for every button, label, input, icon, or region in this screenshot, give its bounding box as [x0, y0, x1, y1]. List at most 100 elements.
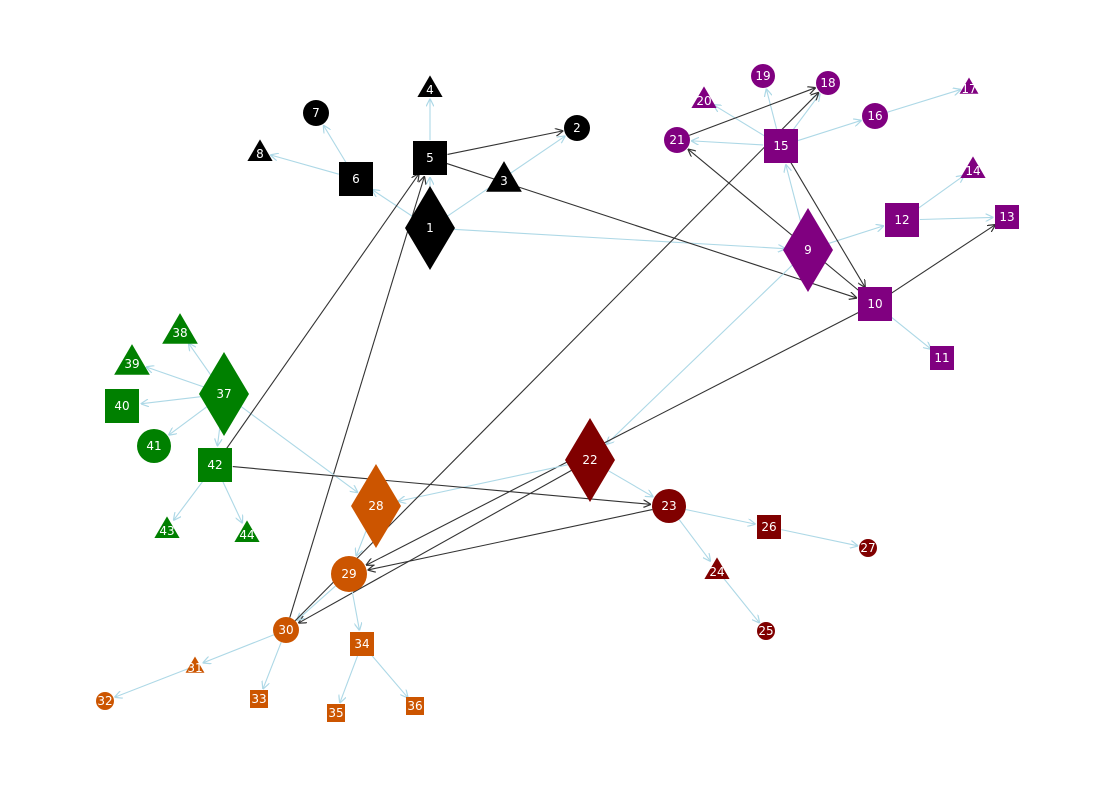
node-label-24: 24 [709, 565, 724, 579]
node-19[interactable]: 19 [751, 64, 775, 88]
node-29[interactable]: 29 [331, 556, 367, 592]
edge-23-29 [369, 508, 653, 570]
node-44[interactable]: 44 [234, 520, 260, 542]
edge-42-5 [224, 174, 418, 451]
node-label-37: 37 [216, 387, 231, 401]
node-42-square [198, 448, 232, 482]
node-15-square [764, 129, 798, 163]
node-19-circle [751, 64, 775, 88]
node-18[interactable]: 18 [816, 71, 840, 95]
node-label-13: 13 [999, 210, 1014, 224]
edge-23-24 [678, 519, 710, 561]
node-36[interactable]: 36 [406, 697, 424, 715]
node-16[interactable]: 16 [862, 103, 888, 129]
node-7-circle [303, 100, 329, 126]
edge-15-20 [714, 105, 767, 138]
node-32[interactable]: 32 [96, 692, 114, 710]
edge-30-5 [289, 177, 424, 618]
node-4[interactable]: 4 [417, 75, 443, 97]
node-39[interactable]: 39 [114, 344, 150, 375]
edge-37-38 [189, 344, 213, 377]
edge-24-25 [722, 577, 759, 622]
node-3[interactable]: 3 [486, 161, 522, 192]
node-42[interactable]: 42 [198, 448, 232, 482]
node-10-square [858, 287, 892, 321]
node-38[interactable]: 38 [162, 313, 198, 344]
node-22[interactable]: 22 [565, 418, 615, 502]
node-label-3: 3 [500, 174, 508, 188]
node-30-circle [273, 617, 299, 643]
edge-16-17 [887, 90, 960, 113]
node-28-diamond [351, 464, 401, 548]
node-5[interactable]: 5 [413, 141, 447, 175]
node-18-circle [816, 71, 840, 95]
node-7[interactable]: 7 [303, 100, 329, 126]
edge-10-13 [889, 225, 995, 295]
node-14-triangle [960, 156, 986, 178]
node-43[interactable]: 43 [154, 516, 180, 538]
node-13[interactable]: 13 [995, 205, 1019, 229]
node-21-circle [664, 127, 690, 153]
node-30[interactable]: 30 [273, 617, 299, 643]
node-label-11: 11 [934, 351, 949, 365]
node-2-circle [564, 115, 590, 141]
node-34-square [350, 632, 374, 656]
edge-6-7 [324, 126, 348, 165]
node-36-square [406, 697, 424, 715]
edge-9-22 [607, 264, 794, 444]
node-label-21: 21 [669, 133, 684, 147]
node-41[interactable]: 41 [137, 429, 171, 463]
node-11[interactable]: 11 [930, 346, 954, 370]
edge-15-16 [797, 121, 861, 142]
edge-29-30 [297, 585, 336, 620]
node-34[interactable]: 34 [350, 632, 374, 656]
node-12[interactable]: 12 [885, 203, 919, 237]
node-label-29: 29 [341, 567, 356, 581]
edge-37-41 [169, 406, 208, 435]
node-39-triangle [114, 344, 150, 375]
node-27[interactable]: 27 [859, 539, 877, 557]
node-32-circle [96, 692, 114, 710]
node-37[interactable]: 37 [199, 352, 249, 436]
node-21[interactable]: 21 [664, 127, 690, 153]
node-9[interactable]: 9 [783, 208, 833, 292]
node-15[interactable]: 15 [764, 129, 798, 163]
node-14[interactable]: 14 [960, 156, 986, 178]
node-label-26: 26 [761, 520, 776, 534]
node-31-triangle [185, 656, 205, 673]
node-2[interactable]: 2 [564, 115, 590, 141]
node-23[interactable]: 23 [652, 489, 686, 523]
node-26[interactable]: 26 [757, 515, 781, 539]
node-44-triangle [234, 520, 260, 542]
node-37-diamond [199, 352, 249, 436]
node-6-square [339, 162, 373, 196]
edge-22-23 [608, 470, 652, 497]
node-38-triangle [162, 313, 198, 344]
node-29-circle [331, 556, 367, 592]
node-10[interactable]: 10 [858, 287, 892, 321]
node-label-5: 5 [426, 151, 434, 165]
node-40-square [105, 389, 139, 423]
node-41-circle [137, 429, 171, 463]
node-1[interactable]: 1 [405, 186, 455, 270]
node-35[interactable]: 35 [327, 704, 345, 722]
edge-31-32 [115, 668, 189, 697]
edge-42-43 [174, 478, 205, 519]
node-17[interactable]: 17 [959, 77, 979, 96]
node-8[interactable]: 8 [247, 139, 273, 161]
node-33[interactable]: 33 [250, 690, 268, 708]
node-28[interactable]: 28 [351, 464, 401, 548]
node-31[interactable]: 31 [185, 656, 205, 675]
edge-5-2 [447, 131, 562, 155]
node-label-32: 32 [97, 694, 112, 708]
node-40[interactable]: 40 [105, 389, 139, 423]
edge-10-11 [888, 314, 931, 349]
node-25[interactable]: 25 [757, 622, 775, 640]
edge-30-31 [204, 634, 275, 663]
node-20[interactable]: 20 [691, 86, 717, 108]
node-24-triangle [704, 557, 730, 579]
node-label-39: 39 [124, 357, 139, 371]
node-6[interactable]: 6 [339, 162, 373, 196]
node-24[interactable]: 24 [704, 557, 730, 579]
